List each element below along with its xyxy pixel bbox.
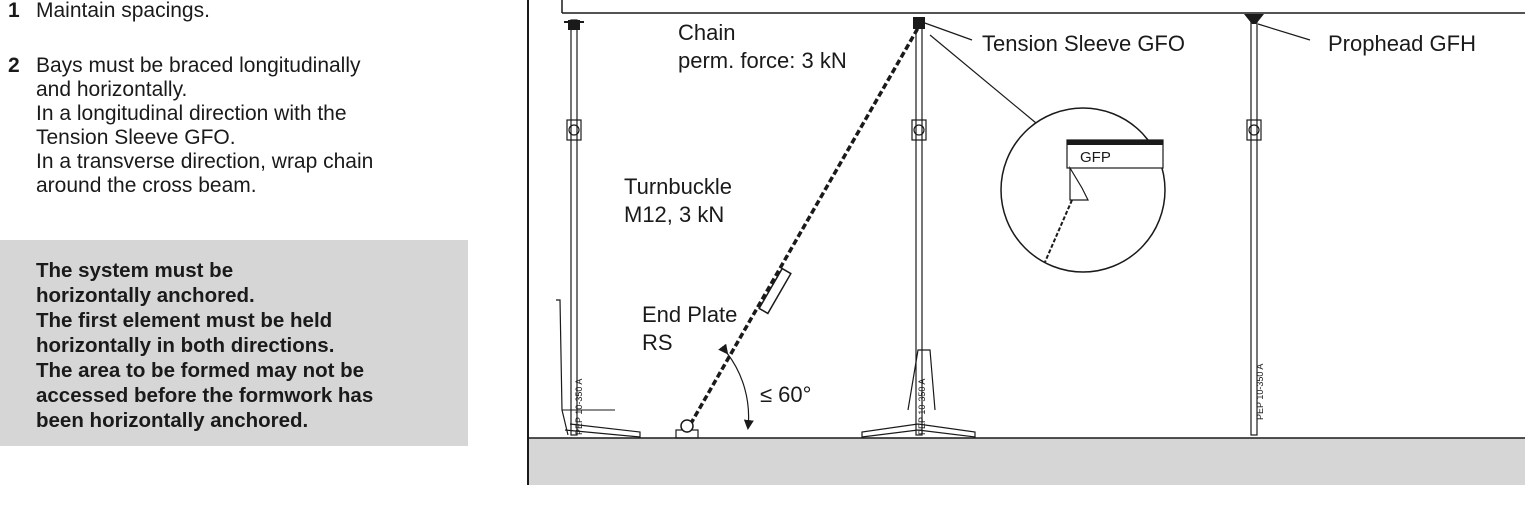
step-2-line: In a transverse direction, wrap chain: [36, 150, 374, 173]
prop-3: [1244, 14, 1264, 436]
step-2-line: Bays must be braced longitudinally: [36, 54, 361, 77]
step-1-number: 1: [8, 0, 20, 22]
turnbuckle-spec-label: M12, 3 kN: [624, 202, 724, 227]
step-1-text: Maintain spacings.: [36, 0, 210, 22]
warning-line: The system must be: [36, 259, 234, 282]
end-plate-type-label: RS: [642, 330, 673, 355]
step-1: 1 Maintain spacings.: [8, 0, 210, 23]
chain-force-label: perm. force: 3 kN: [678, 48, 847, 73]
tension-sleeve-label: Tension Sleeve GFO: [982, 31, 1185, 56]
prop-1-marking: PEP 10-350 A: [574, 379, 584, 435]
step-2-number: 2: [8, 54, 20, 77]
turnbuckle-label: Turnbuckle: [624, 174, 732, 199]
detail-sleeve: [1069, 165, 1089, 201]
end-plate-rs: [675, 419, 699, 439]
detail-beam-top: [1067, 140, 1163, 145]
step-2-line: Tension Sleeve GFO.: [36, 126, 236, 149]
prop-2-marking: PEP 10-350 A: [917, 379, 927, 435]
warning-line: been horizontally anchored.: [36, 409, 309, 432]
warning-line: horizontally in both directions.: [36, 334, 335, 357]
warning-line: The first element must be held: [36, 309, 333, 332]
tension-sleeve-leader: [921, 21, 973, 41]
prop-1: [556, 19, 641, 438]
detail-beam-label: GFP: [1080, 149, 1111, 166]
step-2: 2 Bays must be braced longitudinally and…: [8, 54, 374, 198]
detail-chain: [1044, 199, 1073, 263]
step-2-line: around the cross beam.: [36, 174, 257, 197]
warning-line: horizontally anchored.: [36, 284, 255, 307]
warning-line: The area to be formed may not be: [36, 359, 365, 382]
detail-leader: [929, 34, 1037, 124]
prop-3-marking: PEP 10-350 A: [1255, 364, 1265, 420]
bracing-chain: [684, 27, 920, 433]
prophead-leader: [1257, 23, 1311, 41]
prophead-label: Prophead GFH: [1328, 31, 1476, 56]
step-2-line: In a longitudinal direction with the: [36, 102, 347, 125]
angle-label: ≤ 60°: [760, 382, 811, 407]
step-2-line: and horizontally.: [36, 78, 188, 101]
warning-box: The system must be horizontally anchored…: [0, 240, 468, 446]
chain-label: Chain: [678, 20, 735, 45]
warning-line: accessed before the formwork has: [36, 384, 374, 407]
floor-slab: [528, 438, 1525, 485]
angle-arc: [718, 343, 754, 430]
end-plate-label: End Plate: [642, 302, 737, 327]
turnbuckle: [758, 267, 792, 315]
prop-2: [861, 17, 976, 438]
